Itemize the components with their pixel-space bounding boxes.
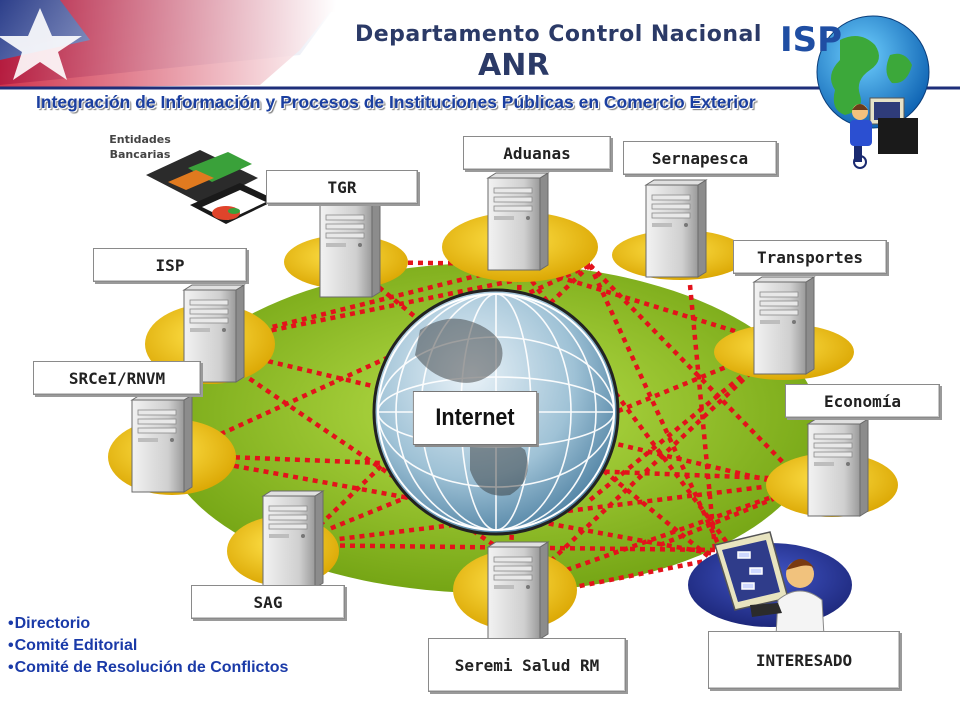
node-transportes [714,276,854,380]
label-sernapesca: Sernapesca [623,141,777,175]
bank-cards-icon [146,150,276,224]
label-seremi: Seremi Salud RM [428,638,626,692]
entities-label-line1: Entidades [109,133,171,146]
header-isp-logo: ISP [780,20,843,60]
node-sernapesca [612,179,748,280]
label-srcei: SRCeI/RNVM [33,361,201,395]
committee-list: Directorio Comité Editorial Comité de Re… [8,613,289,679]
header-banner [0,0,960,90]
list-item: Directorio [8,613,288,635]
node-srcei [108,394,236,495]
header-anr: ANR [478,48,550,83]
label-economia: Economía [785,384,940,418]
label-transportes: Transportes [733,240,887,274]
page-subtitle: Integración de Información y Procesos de… [36,92,756,112]
node-aduanas [442,172,598,282]
list-item: Comité de Resolución de Conflictos [8,657,289,679]
internet-label: Internet [412,391,538,445]
label-interesado: INTERESADO [708,631,900,689]
label-tgr: TGR [266,170,418,204]
node-tgr [284,199,408,298]
user-workstation-icon [850,97,918,169]
node-interesado [688,531,852,637]
list-item: Comité Editorial [8,635,288,657]
label-aduanas: Aduanas [463,136,611,170]
entities-label-line2: Bancarias [109,148,171,161]
node-economia [766,418,898,517]
node-seremi [453,541,577,640]
entities-label: Entidades Bancarias [100,132,180,162]
label-isp: ISP [93,248,247,282]
node-sag [227,490,339,589]
header-title: Departamento Control Nacional [355,22,762,47]
